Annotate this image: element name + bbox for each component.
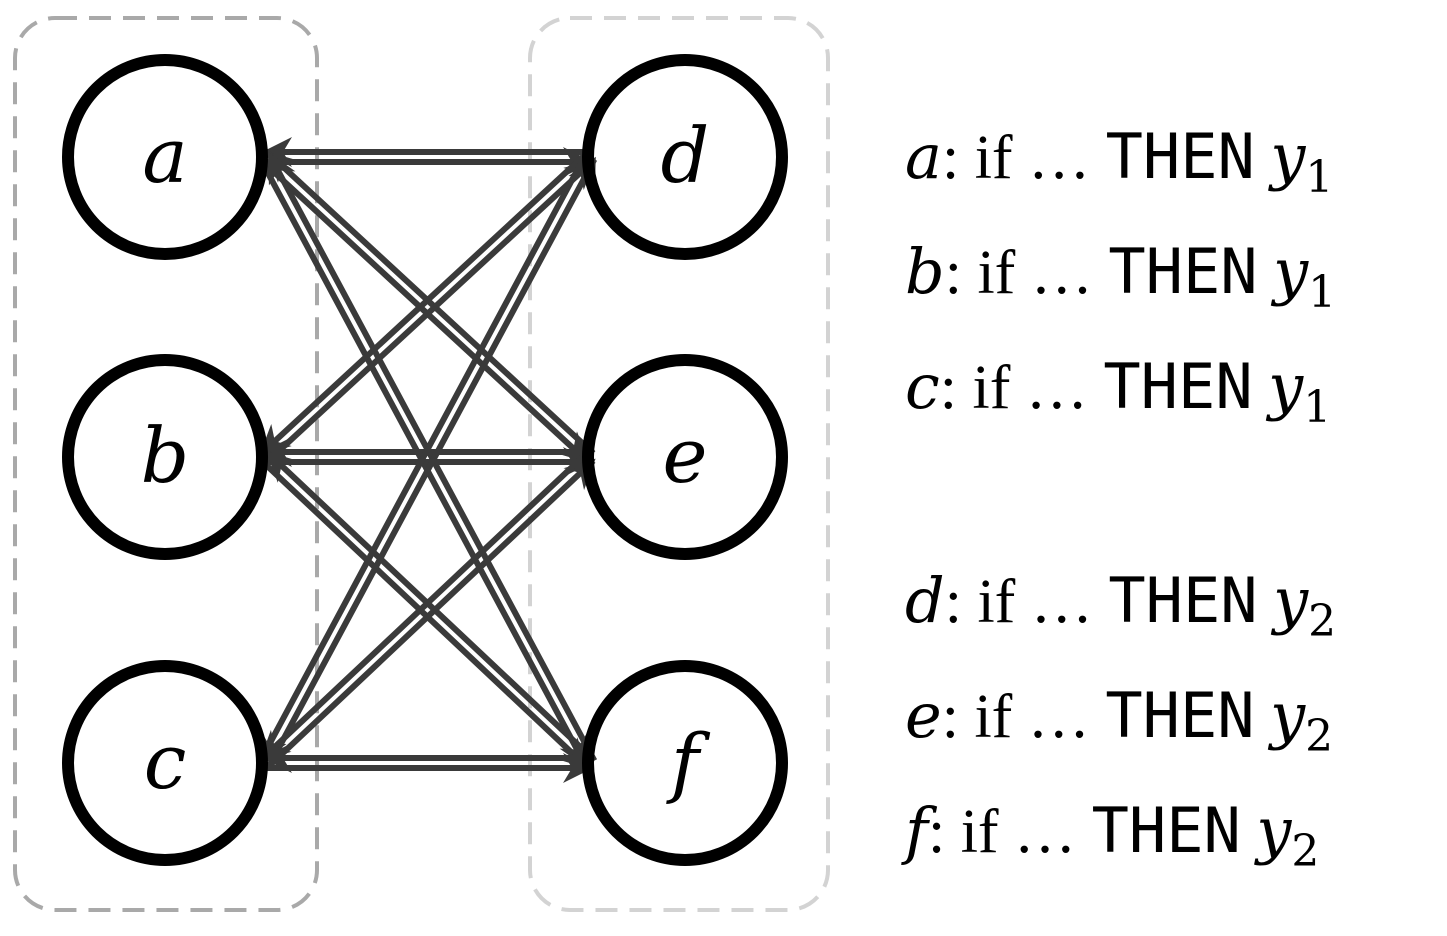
rule-c-var: c (905, 350, 940, 423)
rule-e: e: if … THEN y2 (905, 679, 1333, 762)
node-a: a (62, 54, 268, 260)
rule-d-keyword: THEN (1108, 564, 1257, 637)
node-c: c (62, 660, 268, 866)
rule-d-var: d (905, 564, 945, 637)
rule-f-keyword: THEN (1092, 794, 1241, 867)
rule-a-keyword: THEN (1106, 120, 1255, 193)
edge-d-to-c (257, 153, 589, 764)
edge-d-to-b (259, 151, 589, 456)
node-f: f (582, 660, 788, 866)
rule-a: a: if … THEN y1 (905, 120, 1333, 203)
node-d-label: d (661, 111, 710, 200)
node-b: b (62, 354, 268, 560)
rule-a-var: a (905, 120, 942, 193)
rule-d: d: if … THEN y2 (905, 564, 1336, 647)
rules-list: a: if … THEN y1 b: if … THEN y1 c: if … … (901, 120, 1336, 877)
node-b-label: b (141, 411, 190, 500)
node-d: d (582, 54, 788, 260)
rule-b-var: b (905, 235, 945, 308)
edge-b-to-d (266, 158, 596, 463)
rule-c: c: if … THEN y1 (905, 350, 1331, 433)
rule-e-keyword: THEN (1105, 679, 1254, 752)
edge-e-to-a (266, 151, 596, 456)
rule-b: b: if … THEN y1 (905, 235, 1336, 318)
node-c-label: c (144, 717, 187, 806)
node-a-label: a (142, 111, 187, 200)
edge-c-to-d (266, 156, 598, 767)
edge-c-to-e (266, 458, 596, 769)
edge-f-to-b (266, 451, 596, 762)
edge-b-to-f (259, 458, 589, 769)
rule-b-keyword: THEN (1108, 235, 1257, 308)
edge-e-to-c (259, 451, 589, 762)
rule-e-var: e (905, 679, 942, 752)
edge-a-to-e (259, 158, 589, 463)
node-e-label: e (663, 411, 708, 500)
node-f-label: f (666, 717, 711, 806)
edges (257, 137, 598, 783)
rule-c-keyword: THEN (1103, 350, 1252, 423)
node-e: e (582, 354, 788, 560)
rule-f: f: if … THEN y2 (901, 794, 1319, 877)
